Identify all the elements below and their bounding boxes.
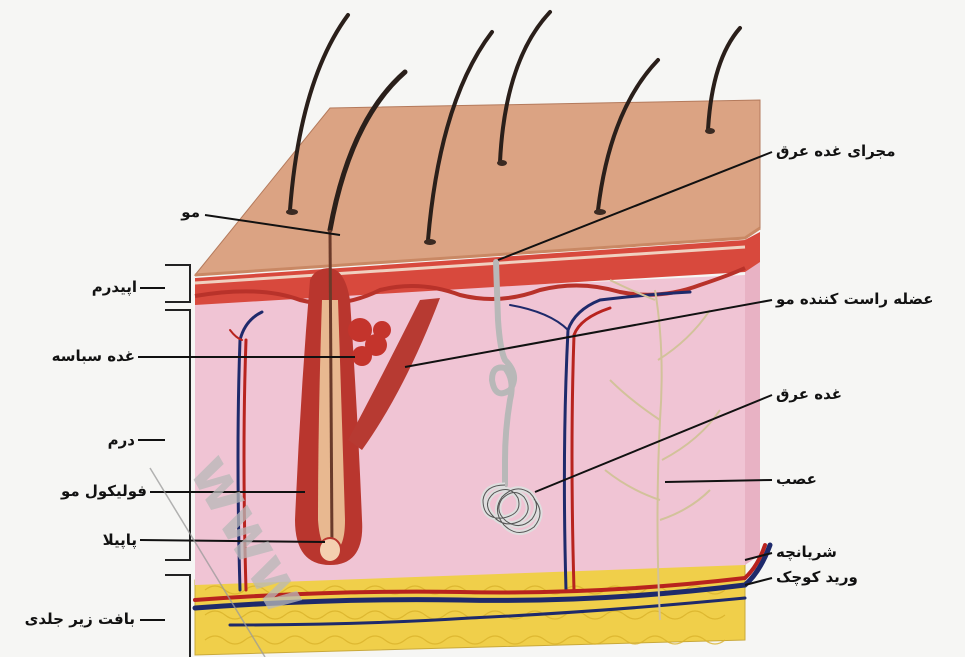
label-nerve: عصب	[776, 470, 817, 488]
label-dermis: درم	[108, 431, 135, 449]
label-hair: مو	[181, 203, 200, 221]
label-hair-follicle: فولیکول مو	[61, 482, 147, 500]
layer-brackets	[165, 265, 190, 657]
label-venule: ورید کوچک	[776, 568, 858, 586]
label-arrector-pili: عضله راست کننده مو	[776, 290, 934, 308]
label-arteriole: شریانچه	[776, 543, 837, 561]
label-sebaceous-gland: غده سباسه	[52, 347, 135, 365]
label-sweat-gland: غده عرق	[776, 385, 842, 403]
label-papilla: پاپیلا	[103, 531, 137, 549]
label-sweat-duct: مجرای غده عرق	[776, 142, 896, 160]
label-epidermis: اپیدرم	[92, 278, 137, 296]
label-subcutaneous-tissue: بافت زیر جلدی	[25, 610, 135, 628]
